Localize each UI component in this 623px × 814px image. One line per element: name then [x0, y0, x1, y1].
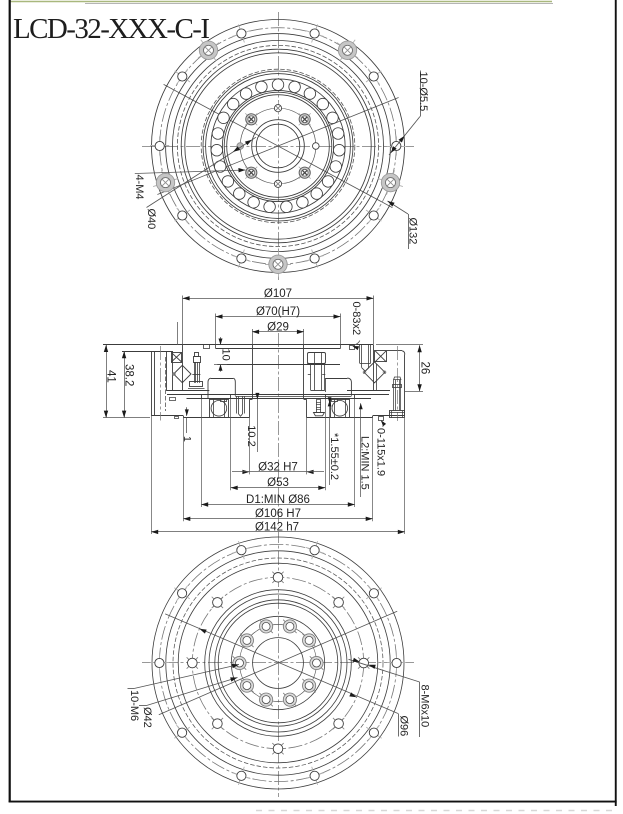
svg-text:Ø29: Ø29: [267, 321, 289, 333]
svg-text:Ø32 H7: Ø32 H7: [258, 461, 298, 473]
svg-text:Ø96: Ø96: [397, 716, 409, 737]
svg-text:10: 10: [219, 349, 231, 361]
svg-text:Ø106 H7: Ø106 H7: [255, 508, 301, 520]
svg-text:*1.55±0.2: *1.55±0.2: [328, 433, 340, 480]
svg-text:4-M4: 4-M4: [133, 175, 145, 200]
svg-text:10.2: 10.2: [245, 425, 257, 446]
svg-text:26: 26: [419, 362, 431, 375]
svg-text:Ø70(H7): Ø70(H7): [256, 306, 300, 318]
svg-text:38.2: 38.2: [123, 364, 135, 386]
svg-text:Ø107: Ø107: [264, 288, 292, 300]
svg-text:D1:MIN Ø86: D1:MIN Ø86: [246, 494, 310, 506]
svg-text:10-M6: 10-M6: [128, 690, 140, 721]
svg-text:Ø42: Ø42: [141, 707, 153, 728]
svg-text:0-115x1.9: 0-115x1.9: [375, 428, 387, 476]
svg-text:0-83x2: 0-83x2: [350, 302, 362, 336]
svg-text:41: 41: [105, 370, 117, 383]
svg-text:L2:MIN 1.5: L2:MIN 1.5: [358, 436, 370, 490]
svg-text:1: 1: [181, 436, 193, 442]
svg-text:LCD-32-XXX-C-I: LCD-32-XXX-C-I: [13, 13, 210, 45]
svg-text:Ø142 h7: Ø142 h7: [255, 521, 299, 533]
svg-text:10-Ø5.5: 10-Ø5.5: [417, 72, 429, 112]
svg-text:Ø53: Ø53: [267, 477, 289, 489]
svg-text:8-M6x10: 8-M6x10: [418, 685, 430, 728]
svg-text:Ø132: Ø132: [407, 218, 419, 245]
svg-text:Ø40: Ø40: [145, 209, 157, 230]
